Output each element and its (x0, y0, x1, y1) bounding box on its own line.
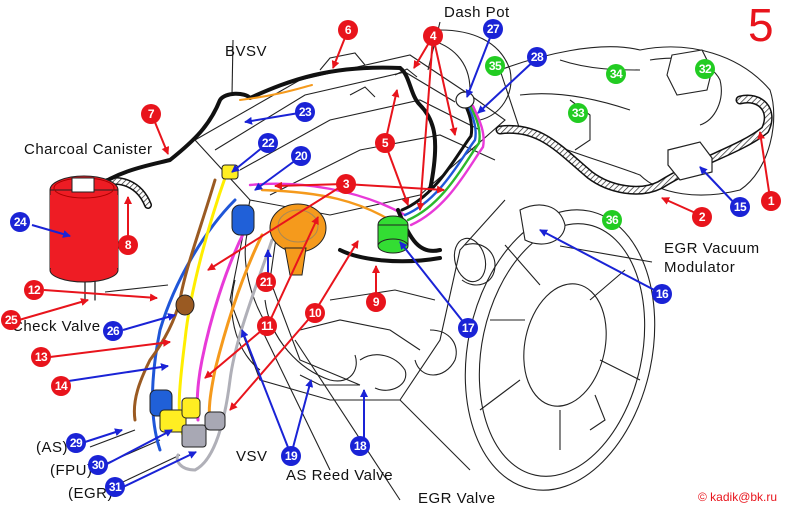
marker-12: 12 (24, 280, 44, 300)
arrow-24 (31, 224, 71, 238)
marker-23: 23 (295, 102, 315, 122)
marker-2: 2 (692, 207, 712, 227)
arrow-27 (465, 29, 494, 98)
marker-13: 13 (31, 347, 51, 367)
arrow-10a (313, 240, 359, 314)
marker-1: 1 (761, 191, 781, 211)
label-bvsv: BVSV (225, 43, 268, 60)
arrow-5a (384, 142, 410, 206)
arrow-19a (240, 329, 292, 456)
dash-pot-part (455, 91, 475, 109)
arrow-3c (207, 183, 346, 271)
marker-18: 18 (350, 436, 370, 456)
marker-3: 3 (336, 174, 356, 194)
marker-27: 27 (483, 19, 503, 39)
arrow-26 (122, 313, 176, 331)
arrow-12 (43, 289, 158, 302)
arrow-3a (274, 181, 346, 190)
marker-26: 26 (103, 321, 123, 341)
arrow-13 (49, 338, 171, 358)
arrow-28 (477, 57, 538, 114)
marker-11: 11 (257, 316, 277, 336)
marker-6: 6 (338, 20, 358, 40)
vsv-egr-part (181, 411, 226, 448)
marker-20: 20 (291, 146, 311, 166)
vsv-as-part (149, 204, 255, 417)
marker-36: 36 (602, 210, 622, 230)
marker-30: 30 (88, 455, 108, 475)
arrow-29 (84, 428, 123, 443)
label-as-reed-valve: AS Reed Valve (286, 467, 394, 484)
marker-5: 5 (375, 133, 395, 153)
marker-7: 7 (141, 104, 161, 124)
arrow-3b (344, 183, 445, 194)
marker-33: 33 (568, 103, 588, 123)
arrow-11a (267, 216, 319, 326)
arrow-10b (229, 312, 315, 411)
egr-valve-part (269, 203, 327, 276)
marker-17: 17 (458, 318, 478, 338)
marker-34: 34 (606, 64, 626, 84)
label-as: (AS) (36, 439, 68, 456)
marker-15: 15 (730, 197, 750, 217)
label-egr: (EGR) (68, 485, 113, 502)
charcoal-canister (49, 175, 119, 283)
arrow-25 (11, 298, 89, 323)
marker-16: 16 (652, 284, 672, 304)
marker-22: 22 (258, 133, 278, 153)
label-fpu: (FPU) (50, 462, 93, 479)
check-valve-part (175, 294, 195, 316)
label-vsv: VSV (236, 448, 268, 465)
marker-31: 31 (105, 477, 125, 497)
arrow-30 (106, 429, 173, 465)
page-number: 5 (748, 0, 774, 51)
arrow-11b (204, 324, 269, 379)
marker-14: 14 (51, 376, 71, 396)
marker-8: 8 (118, 235, 138, 255)
arrow-19b (290, 379, 314, 456)
arrow-4c (416, 35, 434, 211)
label-egr-valve: EGR Valve (418, 490, 496, 507)
marker-10: 10 (305, 303, 325, 323)
arrow-14 (61, 363, 169, 383)
label-check-valve: Check Valve (12, 318, 101, 335)
marker-9: 9 (366, 292, 386, 312)
marker-35: 35 (485, 56, 505, 76)
marker-24: 24 (10, 212, 30, 232)
arrow-4b (432, 35, 458, 136)
arrow-1 (757, 131, 771, 199)
label-egr-vacuum-modulator-line1: EGR Vacuum (664, 240, 760, 257)
marker-19: 19 (281, 446, 301, 466)
arrow-31 (122, 451, 197, 488)
arrow-17 (399, 241, 469, 329)
label-dash-pot: Dash Pot (444, 4, 510, 21)
marker-4: 4 (423, 26, 443, 46)
arrow-16 (539, 229, 663, 295)
colored-components (49, 91, 713, 448)
marker-25: 25 (1, 310, 21, 330)
marker-21: 21 (256, 272, 276, 292)
marker-32: 32 (695, 59, 715, 79)
label-egr-vacuum-modulator-line2: Modulator (664, 259, 736, 276)
copyright: © kadik@bk.ru (698, 490, 778, 504)
engine-line-art (89, 21, 775, 501)
marker-29: 29 (66, 433, 86, 453)
label-charcoal-canister: Charcoal Canister (24, 141, 153, 158)
marker-28: 28 (527, 47, 547, 67)
